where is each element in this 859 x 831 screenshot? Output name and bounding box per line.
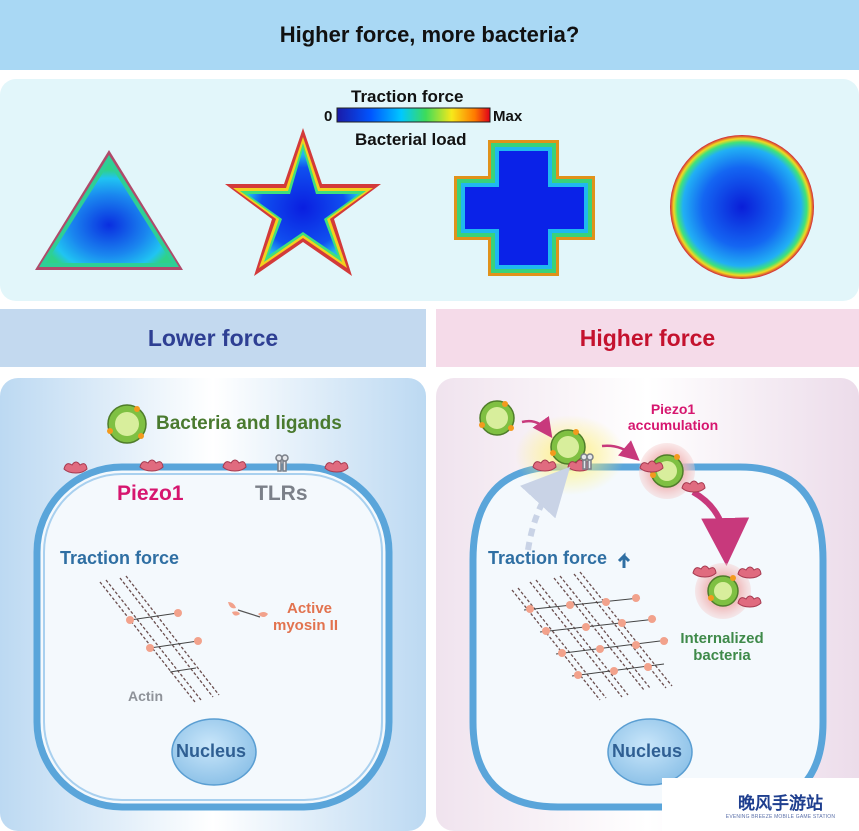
arrow-1: [521, 416, 553, 439]
colorbar-top-label: Traction force: [351, 87, 464, 106]
page-title: Higher force, more bacteria?: [279, 22, 580, 47]
cross-shape: [454, 140, 595, 276]
left-traction-label: Traction force: [60, 548, 180, 568]
right-nucleus-label: Nucleus: [612, 741, 683, 761]
left-cell-membrane: [33, 463, 393, 811]
left-nucleus-label: Nucleus: [176, 741, 247, 761]
myosin-icon: [228, 602, 268, 618]
left-tlr-icon: [275, 454, 289, 472]
left-piezo1-icons: [63, 459, 349, 474]
actin-label: Actin: [128, 688, 163, 704]
left-bacterium-icon: [107, 404, 147, 444]
right-bacterium-1-icon: [479, 400, 515, 436]
higher-force-header: Higher force: [436, 309, 859, 367]
lower-force-header: Lower force: [0, 309, 426, 367]
higher-force-title: Higher force: [579, 324, 716, 351]
triangle-shape: [35, 150, 183, 270]
lower-force-title: Lower force: [147, 324, 279, 351]
watermark-text: 晚风手游站: [737, 794, 823, 814]
watermark-subtext: EVENING BREEZE MOBILE GAME STATION: [725, 814, 836, 820]
myosin-label: Active myosin II: [273, 600, 339, 634]
piezo1-label: Piezo1: [117, 482, 184, 505]
left-nucleus: [171, 718, 257, 786]
title-bar: Higher force, more bacteria?: [0, 0, 859, 70]
internalized-bacteria-label: Internalized bacteria: [680, 630, 764, 664]
colorbar: [336, 107, 491, 123]
right-tlr-icon: [580, 453, 594, 470]
colorbar-max-label: Max: [493, 108, 523, 125]
colorbar-bottom-label: Bacterial load: [355, 130, 467, 149]
left-actin-fibers: [99, 575, 220, 703]
star-shape: [225, 128, 381, 276]
piezo1-accumulation-label: Piezo1 accumulation: [627, 401, 719, 433]
right-piezo1-icons: [532, 459, 762, 608]
watermark: 晚风手游站 EVENING BREEZE MOBILE GAME STATION: [662, 778, 859, 831]
right-myosin-dots: [526, 594, 668, 679]
tlrs-label: TLRs: [255, 482, 308, 505]
traction-dashed-arrow: [520, 466, 571, 551]
circle-shape: [670, 135, 814, 279]
arrow-2: [601, 440, 640, 461]
right-traction-label: Traction force: [488, 548, 608, 568]
bacteria-ligands-label: Bacteria and ligands: [156, 413, 342, 434]
internalization-arrow: [691, 489, 750, 566]
traction-up-arrow-icon: [617, 552, 631, 568]
right-bacterium-2-icon: [550, 429, 586, 465]
colorbar-min-label: 0: [324, 108, 333, 125]
right-nucleus: [607, 718, 693, 786]
left-myosin-dots: [126, 609, 202, 652]
right-actin-fibers: [511, 571, 673, 701]
